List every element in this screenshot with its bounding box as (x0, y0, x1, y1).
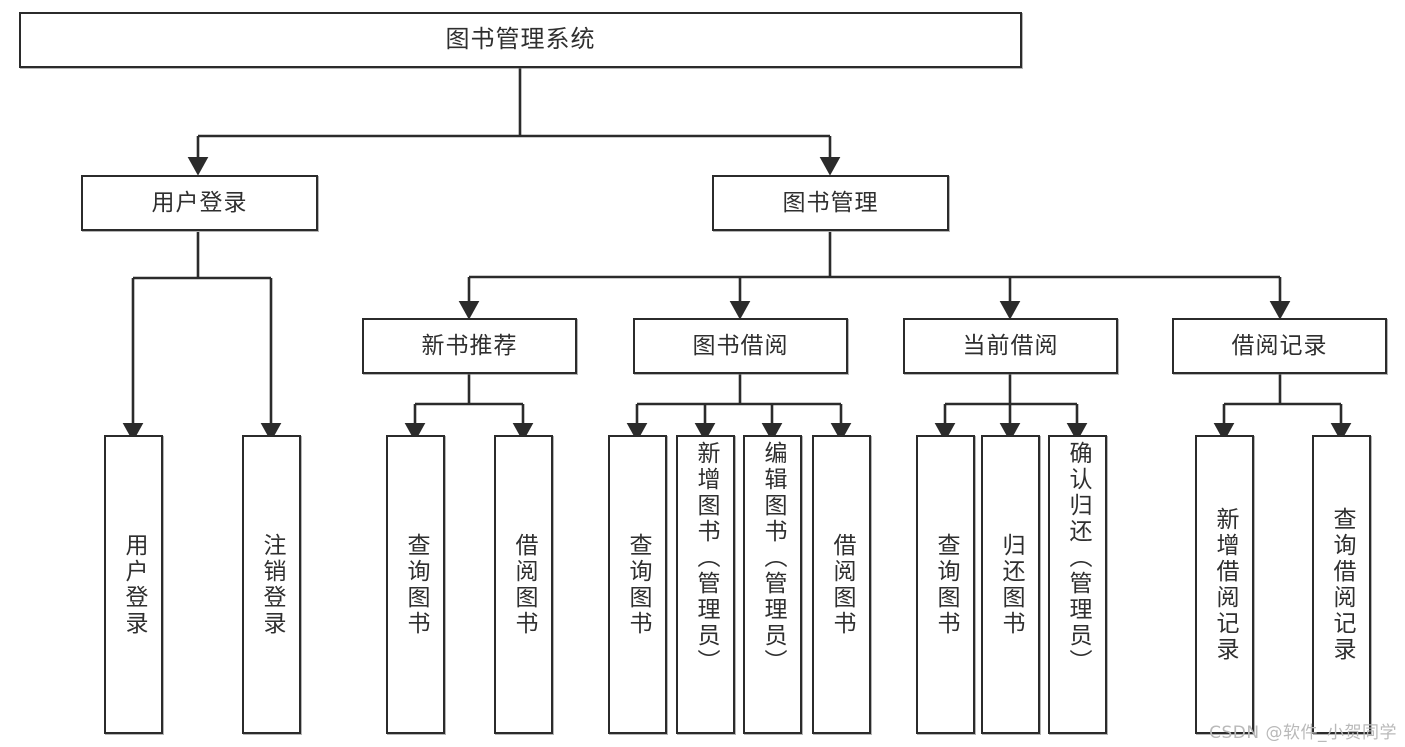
node-book-borrow[interactable]: 图书借阅 (633, 318, 848, 374)
leaf-current-return-book[interactable]: 归还图书 (981, 435, 1040, 734)
leaf-borrow-query-book[interactable]: 查询图书 (608, 435, 667, 734)
node-label: 图书管理系统 (445, 25, 596, 54)
node-label: 新增借阅记录 (1212, 506, 1238, 663)
leaf-user-login[interactable]: 用户登录 (104, 435, 163, 734)
node-book-management[interactable]: 图书管理 (712, 175, 949, 231)
node-label: 借阅图书 (829, 532, 855, 637)
node-label: 归还图书 (998, 532, 1024, 637)
node-label: 当前借阅 (962, 332, 1059, 359)
node-label: 用户登录 (121, 532, 147, 637)
node-label: 编辑图书（管理员） (760, 441, 786, 675)
leaf-recommend-borrow-book[interactable]: 借阅图书 (494, 435, 553, 734)
leaf-current-confirm-return[interactable]: 确认归还（管理员） (1048, 435, 1107, 734)
node-label: 查询借阅记录 (1329, 506, 1355, 663)
leaf-record-query[interactable]: 查询借阅记录 (1312, 435, 1371, 734)
node-label: 查询图书 (625, 532, 651, 637)
node-label: 图书管理 (782, 189, 879, 216)
leaf-borrow-add-book[interactable]: 新增图书（管理员） (676, 435, 735, 734)
node-borrow-record[interactable]: 借阅记录 (1172, 318, 1387, 374)
leaf-borrow-edit-book[interactable]: 编辑图书（管理员） (743, 435, 802, 734)
leaf-user-logout[interactable]: 注销登录 (242, 435, 301, 734)
node-label: 新书推荐 (421, 332, 518, 359)
node-current-borrow[interactable]: 当前借阅 (903, 318, 1118, 374)
node-new-book-recommend[interactable]: 新书推荐 (362, 318, 577, 374)
leaf-record-add[interactable]: 新增借阅记录 (1195, 435, 1254, 734)
node-label: 用户登录 (151, 189, 248, 216)
node-label: 确认归还（管理员） (1065, 441, 1091, 675)
leaf-borrow-borrow-book[interactable]: 借阅图书 (812, 435, 871, 734)
node-label: 图书借阅 (692, 332, 789, 359)
node-label: 查询图书 (403, 532, 429, 637)
node-label: 查询图书 (933, 532, 959, 637)
node-label: 借阅图书 (511, 532, 537, 637)
node-user-login[interactable]: 用户登录 (81, 175, 318, 231)
node-label: 借阅记录 (1231, 332, 1328, 359)
node-label: 注销登录 (259, 532, 285, 637)
watermark-text: CSDN @软件_小贺同学 (1209, 723, 1397, 743)
leaf-current-query-book[interactable]: 查询图书 (916, 435, 975, 734)
leaf-recommend-query-book[interactable]: 查询图书 (386, 435, 445, 734)
node-label: 新增图书（管理员） (693, 441, 719, 675)
node-root-system[interactable]: 图书管理系统 (19, 12, 1022, 68)
